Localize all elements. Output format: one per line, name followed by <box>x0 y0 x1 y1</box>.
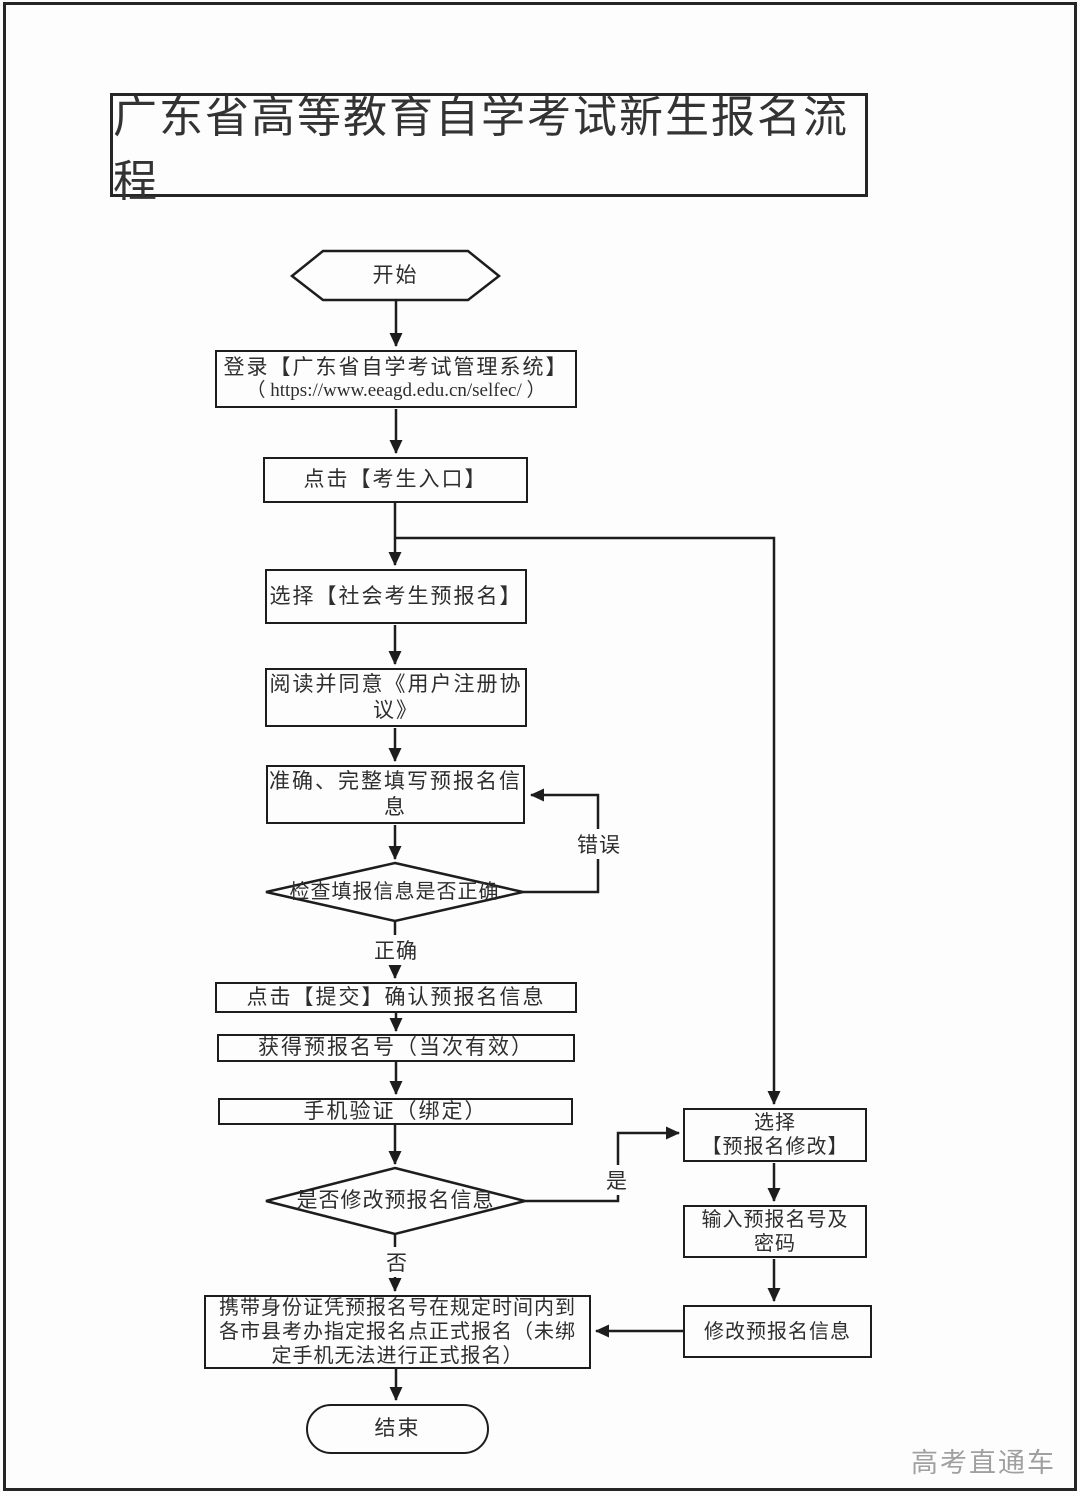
end-node: 结束 <box>306 1404 489 1454</box>
read-agreement-node: 阅读并同意《用户注册协议》 <box>265 668 527 727</box>
get-pre-reg-number-node: 获得预报名号（当次有效） <box>217 1034 575 1062</box>
flowchart-title: 广东省高等教育自学考试新生报名流程 <box>110 93 868 206</box>
edge-label-correct: 正确 <box>371 935 421 965</box>
phone-verification-node: 手机验证（绑定） <box>218 1098 573 1125</box>
select-modify-text-line2: 【预报名修改】 <box>701 1136 849 1158</box>
select-pre-registration-node: 选择【社会考生预报名】 <box>265 569 527 624</box>
fill-pre-registration-info-node: 准确、完整填写预报名信息 <box>266 765 525 824</box>
submit-confirm-node: 点击【提交】确认预报名信息 <box>215 982 577 1013</box>
check-info-decision-label: 检查填报信息是否正确 <box>289 881 500 903</box>
edge-label-wrong: 错误 <box>574 829 624 859</box>
login-system-text: 登录【广东省自学考试管理系统】 <box>223 355 569 379</box>
input-credentials-node: 输入预报名号及 密码 <box>683 1205 867 1258</box>
modify-decision-diamond-shape <box>265 1166 526 1236</box>
flowchart-title-text: 广东省高等教育自学考试新生报名流程 <box>113 93 849 206</box>
check-info-diamond-shape <box>265 861 524 923</box>
edge-label-yes: 是 <box>603 1165 631 1195</box>
click-candidate-entry-node: 点击【考生入口】 <box>263 457 528 503</box>
start-node-label: 开始 <box>372 263 419 288</box>
start-hexagon-shape <box>289 249 502 302</box>
formal-registration-node: 携带身份证凭预报名号在规定时间内到各市县考办指定报名点正式报名（未绑定手机无法进… <box>204 1295 591 1369</box>
watermark-text: 高考直通车 <box>911 1448 1056 1478</box>
select-modify-text-line1: 选择 <box>754 1112 796 1134</box>
select-modify-node: 选择 【预报名修改】 <box>683 1108 867 1162</box>
login-system-url: （ https://www.eeagd.edu.cn/selfec/ ） <box>246 380 546 402</box>
input-credentials-line1: 输入预报名号及 <box>701 1208 849 1231</box>
modify-decision-label: 是否修改预报名信息 <box>296 1188 495 1213</box>
edge-label-no: 否 <box>383 1247 411 1277</box>
login-system-node: 登录【广东省自学考试管理系统】 （ https://www.eeagd.edu.… <box>215 350 577 408</box>
modify-info-node: 修改预报名信息 <box>683 1305 872 1358</box>
input-credentials-line2: 密码 <box>754 1232 796 1255</box>
